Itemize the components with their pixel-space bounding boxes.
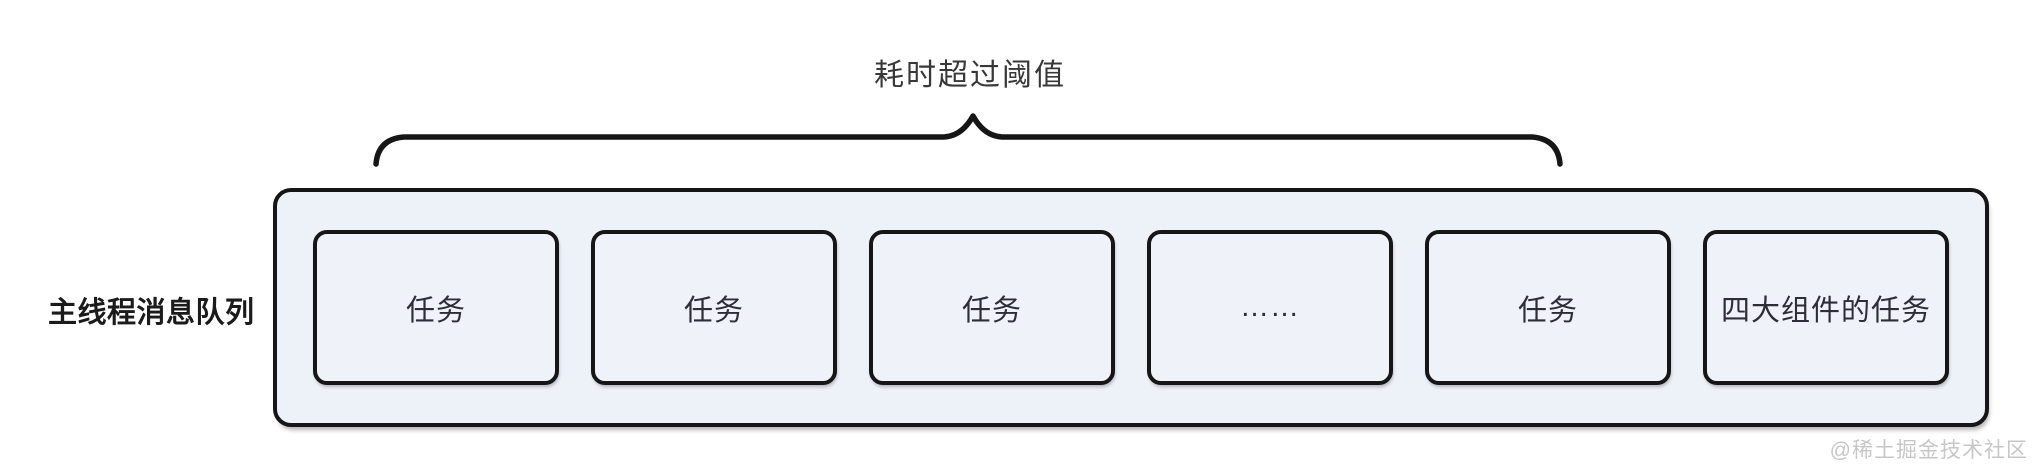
task-box-four-components: 四大组件的任务 [1703,230,1949,385]
task-box-label: 四大组件的任务 [1720,294,1931,327]
message-queue-container: 任务 任务 任务 …… 任务 四大组件的任务 [273,188,1989,427]
task-box-label: 任务 [405,294,466,327]
task-box: 任务 [591,230,837,385]
task-box-ellipsis: …… [1147,230,1393,385]
task-box-label: 任务 [1517,294,1578,327]
task-box-label: …… [1240,291,1300,323]
task-box-label: 任务 [961,294,1022,327]
task-box: 任务 [313,230,559,385]
task-box: 任务 [1425,230,1671,385]
queue-label: 主线程消息队列 [48,297,255,329]
watermark: @稀土掘金技术社区 [1829,439,2028,462]
task-box: 任务 [869,230,1115,385]
task-box-label: 任务 [683,294,744,327]
brace-annotation-label: 耗时超过阈值 [874,59,1066,92]
